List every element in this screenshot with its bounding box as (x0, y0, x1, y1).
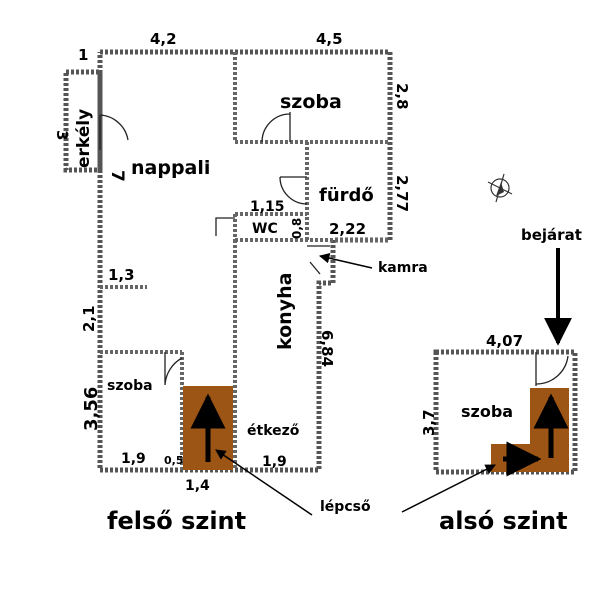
dim-1: 1 (78, 46, 88, 64)
door-balcony (99, 114, 129, 150)
room-living: nappali (131, 157, 210, 179)
room-kitchen: konyha (274, 273, 296, 350)
dim-1-4: 1,4 (185, 478, 210, 494)
lower-outer-wall (433, 349, 578, 475)
room-balcony: erkély (74, 109, 94, 168)
upper-level: erkély nappali szoba fürdő WC konyha étk… (53, 30, 428, 535)
dim-2-1: 2,1 (80, 305, 98, 332)
dim-4-5: 4,5 (316, 30, 343, 48)
stairs-pointer-upper (215, 449, 313, 516)
dim-3: 3 (53, 130, 71, 140)
dim-6-84: 6,84 (318, 330, 336, 367)
upper-level-title: felső szint (107, 507, 246, 535)
room-top: szoba (280, 91, 342, 113)
stairs-label: lépcső (320, 499, 371, 515)
pantry-label: kamra (378, 260, 428, 276)
lower-level: szoba 4,07 3,7 bejárat alsó szint (401, 226, 582, 535)
pantry-pointer (318, 253, 373, 269)
door-lower-entrance (535, 352, 569, 386)
door-pantry (307, 245, 330, 275)
dim-2-77: 2,77 (393, 175, 411, 212)
room-bath: fürdő (319, 185, 374, 206)
room-wc: WC (252, 221, 278, 237)
upper-outer-wall (97, 49, 393, 473)
door-room-top (261, 112, 291, 143)
door-wc (215, 217, 235, 236)
door-bath (279, 176, 308, 205)
dim-4-07: 4,07 (486, 332, 523, 350)
lower-level-title: alsó szint (439, 507, 568, 535)
lower-room: szoba (461, 402, 513, 421)
room-small: szoba (107, 378, 153, 394)
dim-0-5: 0,5 (164, 454, 184, 467)
stairs-pointer-lower (401, 464, 496, 513)
dim-3-56: 3,56 (81, 387, 102, 431)
dim-2-22: 2,22 (329, 220, 366, 238)
door-small-room (164, 352, 183, 386)
compass-icon (487, 173, 513, 203)
dim-1-9-right: 1,9 (262, 454, 287, 470)
dim-0-8: 0,8 (290, 218, 304, 239)
dim-2-8: 2,8 (393, 83, 411, 110)
dim-7: 7 (107, 170, 127, 182)
dim-1-9-left: 1,9 (121, 451, 146, 467)
dim-4-2: 4,2 (150, 30, 177, 48)
entrance-label: bejárat (521, 226, 582, 244)
dim-3-7: 3,7 (420, 409, 438, 436)
dim-1-3: 1,3 (108, 266, 135, 284)
room-dining: étkező (247, 423, 300, 439)
dim-1-15: 1,15 (250, 199, 285, 215)
